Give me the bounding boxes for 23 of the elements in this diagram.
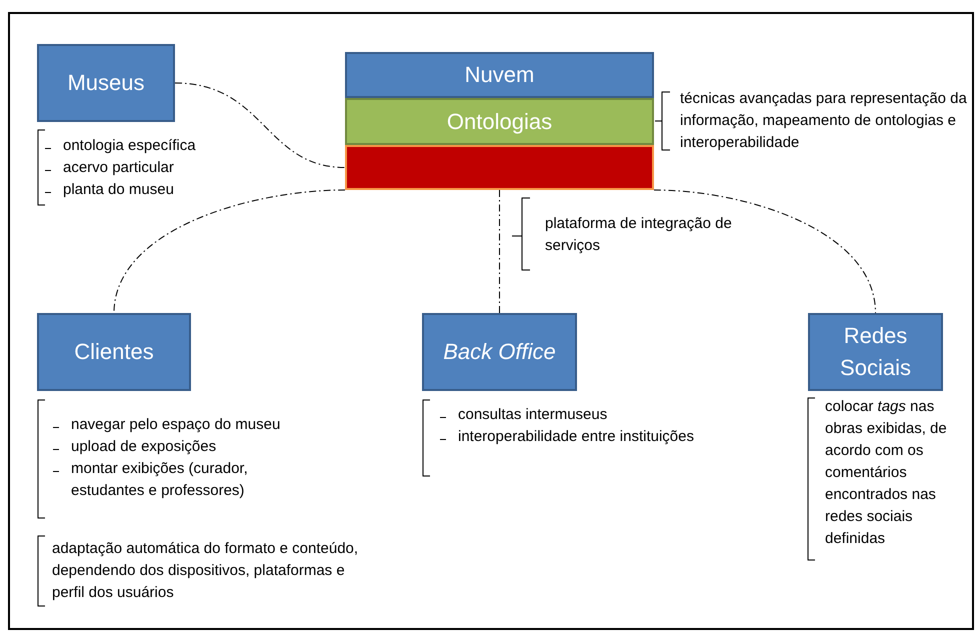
note-text: consultas intermuseus (458, 405, 608, 425)
connector-line (654, 190, 876, 314)
note-text: técnicas avançadas para representação da informação, mapeamento de ontologias e interoperabilidade (680, 89, 968, 153)
note-text: plataforma de integração de serviços (545, 214, 733, 256)
connector-line (114, 190, 346, 314)
note-text: acervo particular (63, 158, 174, 178)
note-text: upload de exposições (71, 437, 216, 457)
note-text: navegar pelo espaço do museu (71, 415, 280, 435)
note-text: ontologia específica (63, 136, 196, 156)
title-box: Back Office (422, 313, 577, 391)
note-text: montar exibições (curador, estudantes e professores) (71, 459, 249, 501)
connector-line (499, 190, 500, 314)
note-text: adaptação automática do formato e conteúdo, dependendo dos dispositivos, plataformas e perfil dos usuários (52, 539, 360, 603)
title-box: Nuvem (345, 52, 654, 98)
title-box: Ontologias (345, 98, 654, 145)
title-box: Clientes (37, 313, 191, 391)
note-text: interoperabilidade entre instituições (458, 427, 694, 447)
connector-line (174, 82, 346, 168)
note-text: colocar tags nas obras exibidas, de acordo com os comentários encontrados nas redes sociais definidas (825, 397, 948, 549)
title-box: Museus (37, 44, 175, 122)
empty-box (345, 145, 654, 190)
note-text: planta do museu (63, 180, 174, 200)
title-box: Redes Sociais (808, 313, 943, 391)
